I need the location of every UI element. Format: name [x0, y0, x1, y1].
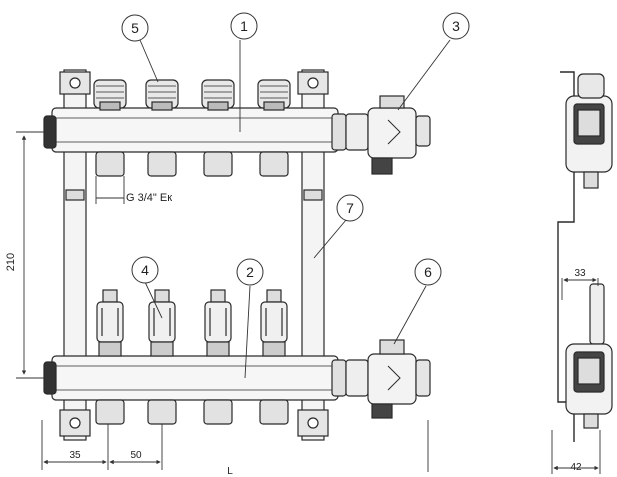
front-view: [43, 69, 431, 441]
left-bracket: [59, 69, 91, 441]
callout-2-number: 2: [246, 264, 254, 280]
callout-3-number: 3: [452, 18, 460, 34]
return-outlets: [95, 399, 289, 425]
callout-3: 3: [442, 12, 470, 40]
callout-7-number: 7: [346, 200, 354, 216]
callout-5-number: 5: [131, 20, 139, 36]
callout-6: 6: [414, 258, 442, 286]
supply-valve-caps: [93, 79, 291, 111]
return-bar: [43, 355, 347, 401]
upper-ball-valve: [345, 95, 431, 175]
right-bracket: [297, 69, 329, 441]
flow-meters: [96, 289, 288, 357]
end-offset-label: 35: [69, 450, 81, 461]
length-label: L: [227, 466, 233, 477]
callout-5: 5: [121, 14, 149, 42]
dimension-lines: [16, 131, 601, 474]
lower-ball-valve: [345, 339, 431, 419]
side-offset-label: 33: [574, 268, 586, 279]
callout-4: 4: [131, 256, 159, 284]
callout-1-number: 1: [240, 18, 248, 34]
callouts: [139, 39, 451, 379]
side-view: [557, 71, 613, 442]
callout-7: 7: [336, 194, 364, 222]
supply-bar: [43, 107, 347, 153]
supply-outlets: [95, 151, 289, 177]
pitch-label: 50: [130, 450, 142, 461]
spacing-label: 210: [5, 253, 17, 271]
side-depth-label: 42: [570, 462, 582, 473]
thread-label: G 3/4" Eк: [126, 192, 172, 204]
callout-6-number: 6: [424, 264, 432, 280]
callout-2: 2: [236, 258, 264, 286]
callout-4-number: 4: [141, 262, 149, 278]
callout-1: 1: [230, 12, 258, 40]
dimension-labels: G 3/4" Eк 210 35 50 L 33 42: [5, 192, 586, 477]
